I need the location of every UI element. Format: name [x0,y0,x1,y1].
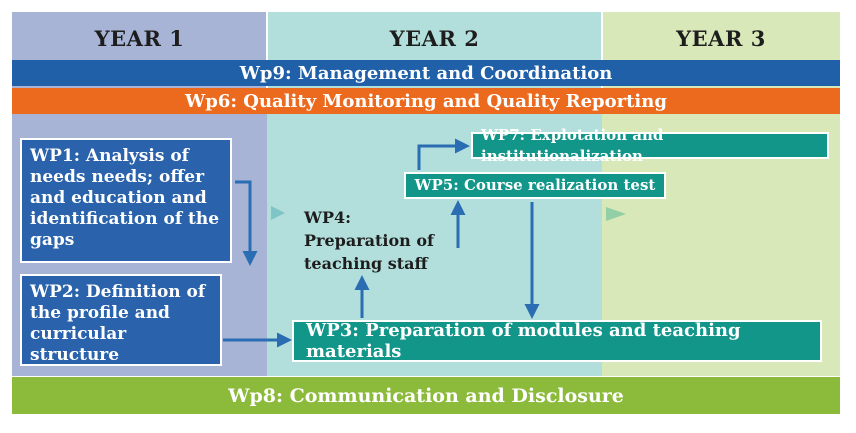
wp5-box: WP5: Course realization test [404,172,666,199]
wp2-box: WP2: Definition of the profile and curri… [20,274,222,366]
wp6-quality-band: Wp6: Quality Monitoring and Quality Repo… [12,88,840,114]
arrow-wp5-to-wp7 [417,138,470,170]
year-1-header: YEAR 1 [94,25,185,51]
wp9-management-band: Wp9: Management and Coordination [12,60,840,86]
year-3-header: YEAR 3 [676,25,766,51]
wp8-communication-band: Wp8: Communication and Disclosure [12,377,840,414]
wp1-box: WP1: Analysis of needs needs; offer and … [20,138,232,263]
wp4-label: WP4: Preparation of teaching staff [304,208,434,273]
phase-triangle-year2-year3 [606,207,626,221]
phase-triangle-year1-year2 [271,206,285,220]
wp3-box: WP3: Preparation of modules and teaching… [292,320,822,362]
wp7-box: WP7: Explotation and institutionalizatio… [471,126,829,165]
year-2-header: YEAR 2 [389,25,480,51]
arrow-wp1-to-wp2 [235,180,258,266]
